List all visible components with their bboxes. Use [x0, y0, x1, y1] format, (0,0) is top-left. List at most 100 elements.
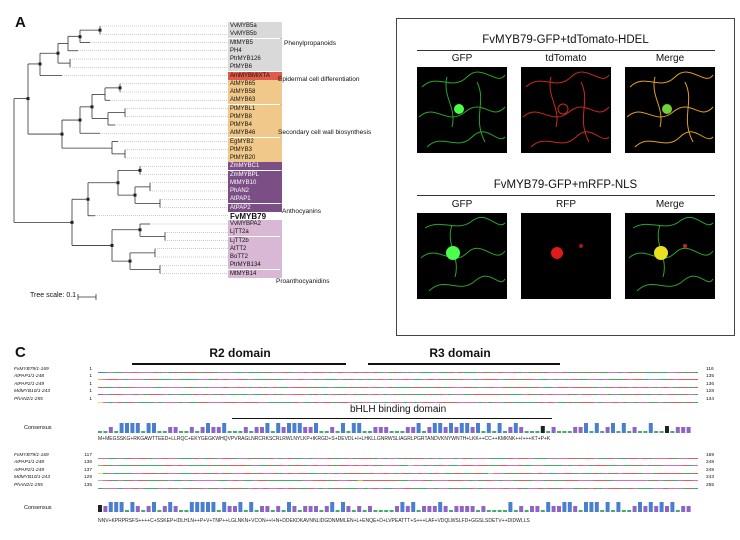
residue-cell — [113, 472, 118, 474]
residue-cell — [343, 372, 348, 373]
residue-cell — [498, 487, 503, 489]
residue-cell — [633, 379, 638, 381]
residue-cell — [278, 372, 283, 373]
sequence-row — [98, 373, 698, 381]
residue-cell — [338, 386, 343, 388]
residue-cell — [323, 458, 328, 459]
taxon-label: VvMYB5a — [228, 22, 282, 30]
residue-cell — [668, 487, 673, 489]
residue-cell — [398, 458, 403, 459]
residue-cell — [688, 379, 693, 381]
residue-cell — [558, 401, 563, 403]
logo-glyph — [454, 427, 459, 433]
residue-cell — [258, 379, 263, 381]
residue-cell — [248, 379, 253, 381]
residue-cell — [308, 401, 313, 403]
residue-cell — [483, 386, 488, 388]
residue-cell — [353, 487, 358, 489]
residue-cell — [453, 394, 458, 396]
residue-cell — [613, 487, 618, 489]
residue-cell — [248, 465, 253, 467]
residue-cell — [623, 394, 628, 396]
residue-cell — [673, 379, 678, 381]
residue-cell — [338, 458, 343, 459]
residue-cell — [258, 372, 263, 373]
residue-cell — [443, 394, 448, 396]
logo-glyph — [330, 427, 335, 433]
residue-cell — [638, 394, 643, 396]
residue-cell — [388, 487, 393, 489]
residue-cell — [293, 386, 298, 388]
col-gfp-top: GFP — [451, 53, 473, 64]
residue-cell — [363, 487, 368, 489]
residue-cell — [128, 372, 133, 373]
residue-cell — [693, 386, 698, 388]
residue-cell — [268, 480, 273, 482]
residue-cell — [113, 394, 118, 396]
residue-cell — [253, 480, 258, 482]
residue-cell — [638, 480, 643, 482]
logo-glyph — [346, 506, 351, 512]
logo-glyph — [470, 427, 475, 433]
residue-cell — [508, 401, 513, 403]
residue-cell — [633, 480, 638, 482]
logo-glyph — [611, 423, 615, 433]
logo-glyph — [119, 502, 124, 512]
residue-cell — [113, 386, 118, 388]
residue-cell — [98, 401, 103, 403]
residue-cell — [198, 379, 203, 381]
panel-a-label: A — [15, 14, 26, 31]
residue-cell — [433, 379, 438, 381]
residue-cell — [363, 458, 368, 459]
logo-glyph — [686, 506, 691, 512]
residue-cell — [578, 472, 583, 474]
micrograph-tdtomato-top — [521, 67, 611, 153]
residue-cell — [458, 480, 463, 482]
logo-glyph — [681, 427, 686, 433]
residue-cell — [368, 386, 373, 388]
residue-cell — [278, 379, 283, 381]
residue-cell — [358, 379, 363, 381]
residue-cell — [498, 394, 503, 396]
residue-cell — [358, 386, 363, 388]
residue-cell — [303, 480, 308, 482]
logo-glyph — [465, 506, 470, 512]
residue-cell — [403, 386, 408, 388]
residue-cell — [428, 379, 433, 381]
residue-cell — [413, 386, 418, 388]
residue-cell — [373, 372, 378, 373]
residue-cell — [598, 480, 603, 482]
residue-cell — [203, 487, 208, 489]
residue-cell — [228, 487, 233, 489]
residue-cell — [463, 379, 468, 381]
residue-cell — [273, 487, 278, 489]
residue-cell — [513, 458, 518, 459]
residue-cell — [523, 379, 528, 381]
residue-cell — [363, 472, 368, 474]
residue-cell — [548, 401, 553, 403]
residue-cell — [203, 401, 208, 403]
residue-cell — [113, 372, 118, 373]
residue-cell — [313, 480, 318, 482]
residue-cell — [138, 458, 143, 459]
residue-cell — [303, 487, 308, 489]
logo-glyph — [276, 423, 281, 433]
residue-cell — [143, 379, 148, 381]
residue-cell — [278, 386, 283, 388]
residue-cell — [543, 465, 548, 467]
residue-cell — [588, 487, 593, 489]
residue-cell — [618, 401, 623, 403]
bhlh-domain-title: bHLH binding domain — [350, 404, 447, 415]
residue-cell — [648, 386, 653, 388]
residue-cell — [358, 458, 363, 459]
residue-cell — [208, 394, 213, 396]
residue-cell — [648, 472, 653, 474]
residue-cell — [143, 394, 148, 396]
residue-cell — [503, 386, 508, 388]
sequence-end: 249 — [706, 467, 715, 473]
col-gfp-bottom: GFP — [451, 199, 473, 210]
residue-cell — [333, 386, 338, 388]
logo-glyph — [395, 506, 399, 512]
sequence-row — [98, 474, 698, 482]
residue-cell — [108, 465, 113, 467]
